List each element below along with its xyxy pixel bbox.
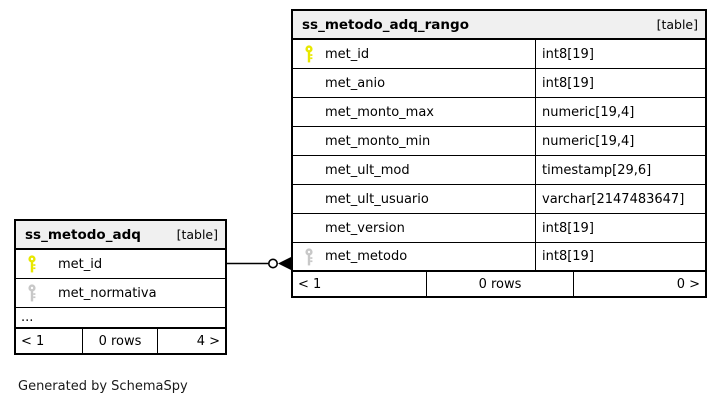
column-type: int8[19] bbox=[542, 249, 594, 264]
table-row[interactable]: met_monto_max numeric[19,4] bbox=[293, 98, 705, 127]
column-name-cell: met_monto_max bbox=[293, 98, 535, 126]
relationship-connector-met-id-to-met-metodo bbox=[225, 257, 291, 270]
table-ss-metodo-adq[interactable]: ss_metodo_adq [table] met_id bbox=[14, 219, 227, 355]
column-name-cell: met_version bbox=[293, 214, 535, 242]
primary-key-icon bbox=[299, 45, 321, 63]
column-name: met_id bbox=[325, 46, 370, 62]
column-name-cell: met_metodo bbox=[293, 243, 535, 270]
column-name-cell: met_normativa bbox=[16, 279, 225, 307]
column-type: numeric[19,4] bbox=[542, 133, 635, 149]
column-name: met_metodo bbox=[325, 249, 408, 264]
column-name-cell: met_ult_mod bbox=[293, 156, 535, 184]
table-kind-label: [table] bbox=[176, 227, 218, 242]
table-title: ss_metodo_adq_rango bbox=[302, 16, 469, 33]
column-type: varchar[2147483647] bbox=[542, 191, 685, 207]
column-type: int8[19] bbox=[542, 46, 594, 62]
row-count-label: 0 rows bbox=[426, 272, 574, 296]
ellipsis-label: ... bbox=[21, 309, 34, 325]
column-name: met_ult_mod bbox=[325, 162, 410, 178]
table-row[interactable]: met_version int8[19] bbox=[293, 214, 705, 243]
column-name: met_id bbox=[58, 256, 103, 272]
table-ss-metodo-adq-rango[interactable]: ss_metodo_adq_rango [table] met_id i bbox=[291, 9, 707, 298]
table-row[interactable]: met_ult_mod timestamp[29,6] bbox=[293, 156, 705, 185]
table-header[interactable]: ss_metodo_adq_rango [table] bbox=[293, 11, 705, 40]
column-type-cell: timestamp[29,6] bbox=[535, 156, 705, 184]
column-type-cell: int8[19] bbox=[535, 243, 705, 270]
table-row[interactable]: met_monto_min numeric[19,4] bbox=[293, 127, 705, 156]
next-page-button[interactable]: 0 > bbox=[676, 276, 700, 292]
table-header[interactable]: ss_metodo_adq [table] bbox=[16, 221, 225, 250]
table-kind-label: [table] bbox=[656, 17, 698, 32]
table-footer: < 1 0 rows 0 > bbox=[293, 272, 705, 296]
row-count-label: 0 rows bbox=[82, 329, 158, 353]
next-page-button[interactable]: 4 > bbox=[196, 333, 220, 349]
table-footer: < 1 0 rows 4 > bbox=[16, 329, 225, 353]
column-type-cell: int8[19] bbox=[535, 69, 705, 97]
column-name-cell: met_id bbox=[16, 250, 225, 278]
column-name: met_monto_max bbox=[325, 104, 434, 120]
column-name: met_monto_min bbox=[325, 133, 431, 149]
column-type-cell: varchar[2147483647] bbox=[535, 185, 705, 213]
foreign-key-icon bbox=[299, 247, 321, 266]
foreign-key-icon bbox=[22, 284, 44, 302]
column-type-cell: numeric[19,4] bbox=[535, 98, 705, 126]
column-type: numeric[19,4] bbox=[542, 104, 635, 120]
column-type: timestamp[29,6] bbox=[542, 162, 652, 178]
prev-page-button[interactable]: < 1 bbox=[298, 276, 322, 292]
column-type: int8[19] bbox=[542, 220, 594, 236]
column-name-cell: met_monto_min bbox=[293, 127, 535, 155]
column-type-cell: int8[19] bbox=[535, 40, 705, 68]
table-row[interactable]: met_ult_usuario varchar[2147483647] bbox=[293, 185, 705, 214]
generated-by-caption: Generated by SchemaSpy bbox=[18, 379, 188, 394]
table-row[interactable]: met_normativa bbox=[16, 279, 225, 308]
column-type-cell: int8[19] bbox=[535, 214, 705, 242]
primary-key-icon bbox=[22, 255, 44, 273]
prev-page-button[interactable]: < 1 bbox=[21, 333, 45, 349]
column-type: int8[19] bbox=[542, 75, 594, 91]
column-type-cell: numeric[19,4] bbox=[535, 127, 705, 155]
table-row[interactable]: met_anio int8[19] bbox=[293, 69, 705, 98]
more-columns-row[interactable]: ... bbox=[16, 308, 225, 329]
table-title: ss_metodo_adq bbox=[25, 226, 141, 243]
column-name-cell: met_anio bbox=[293, 69, 535, 97]
column-name: met_normativa bbox=[58, 285, 157, 301]
column-name-cell: met_id bbox=[293, 40, 535, 68]
table-row[interactable]: met_id bbox=[16, 250, 225, 279]
column-name: met_anio bbox=[325, 75, 386, 91]
table-row[interactable]: met_metodo int8[19] bbox=[293, 243, 705, 272]
table-row[interactable]: met_id int8[19] bbox=[293, 40, 705, 69]
column-name: met_ult_usuario bbox=[325, 191, 429, 207]
column-name-cell: met_ult_usuario bbox=[293, 185, 535, 213]
column-name: met_version bbox=[325, 220, 405, 236]
